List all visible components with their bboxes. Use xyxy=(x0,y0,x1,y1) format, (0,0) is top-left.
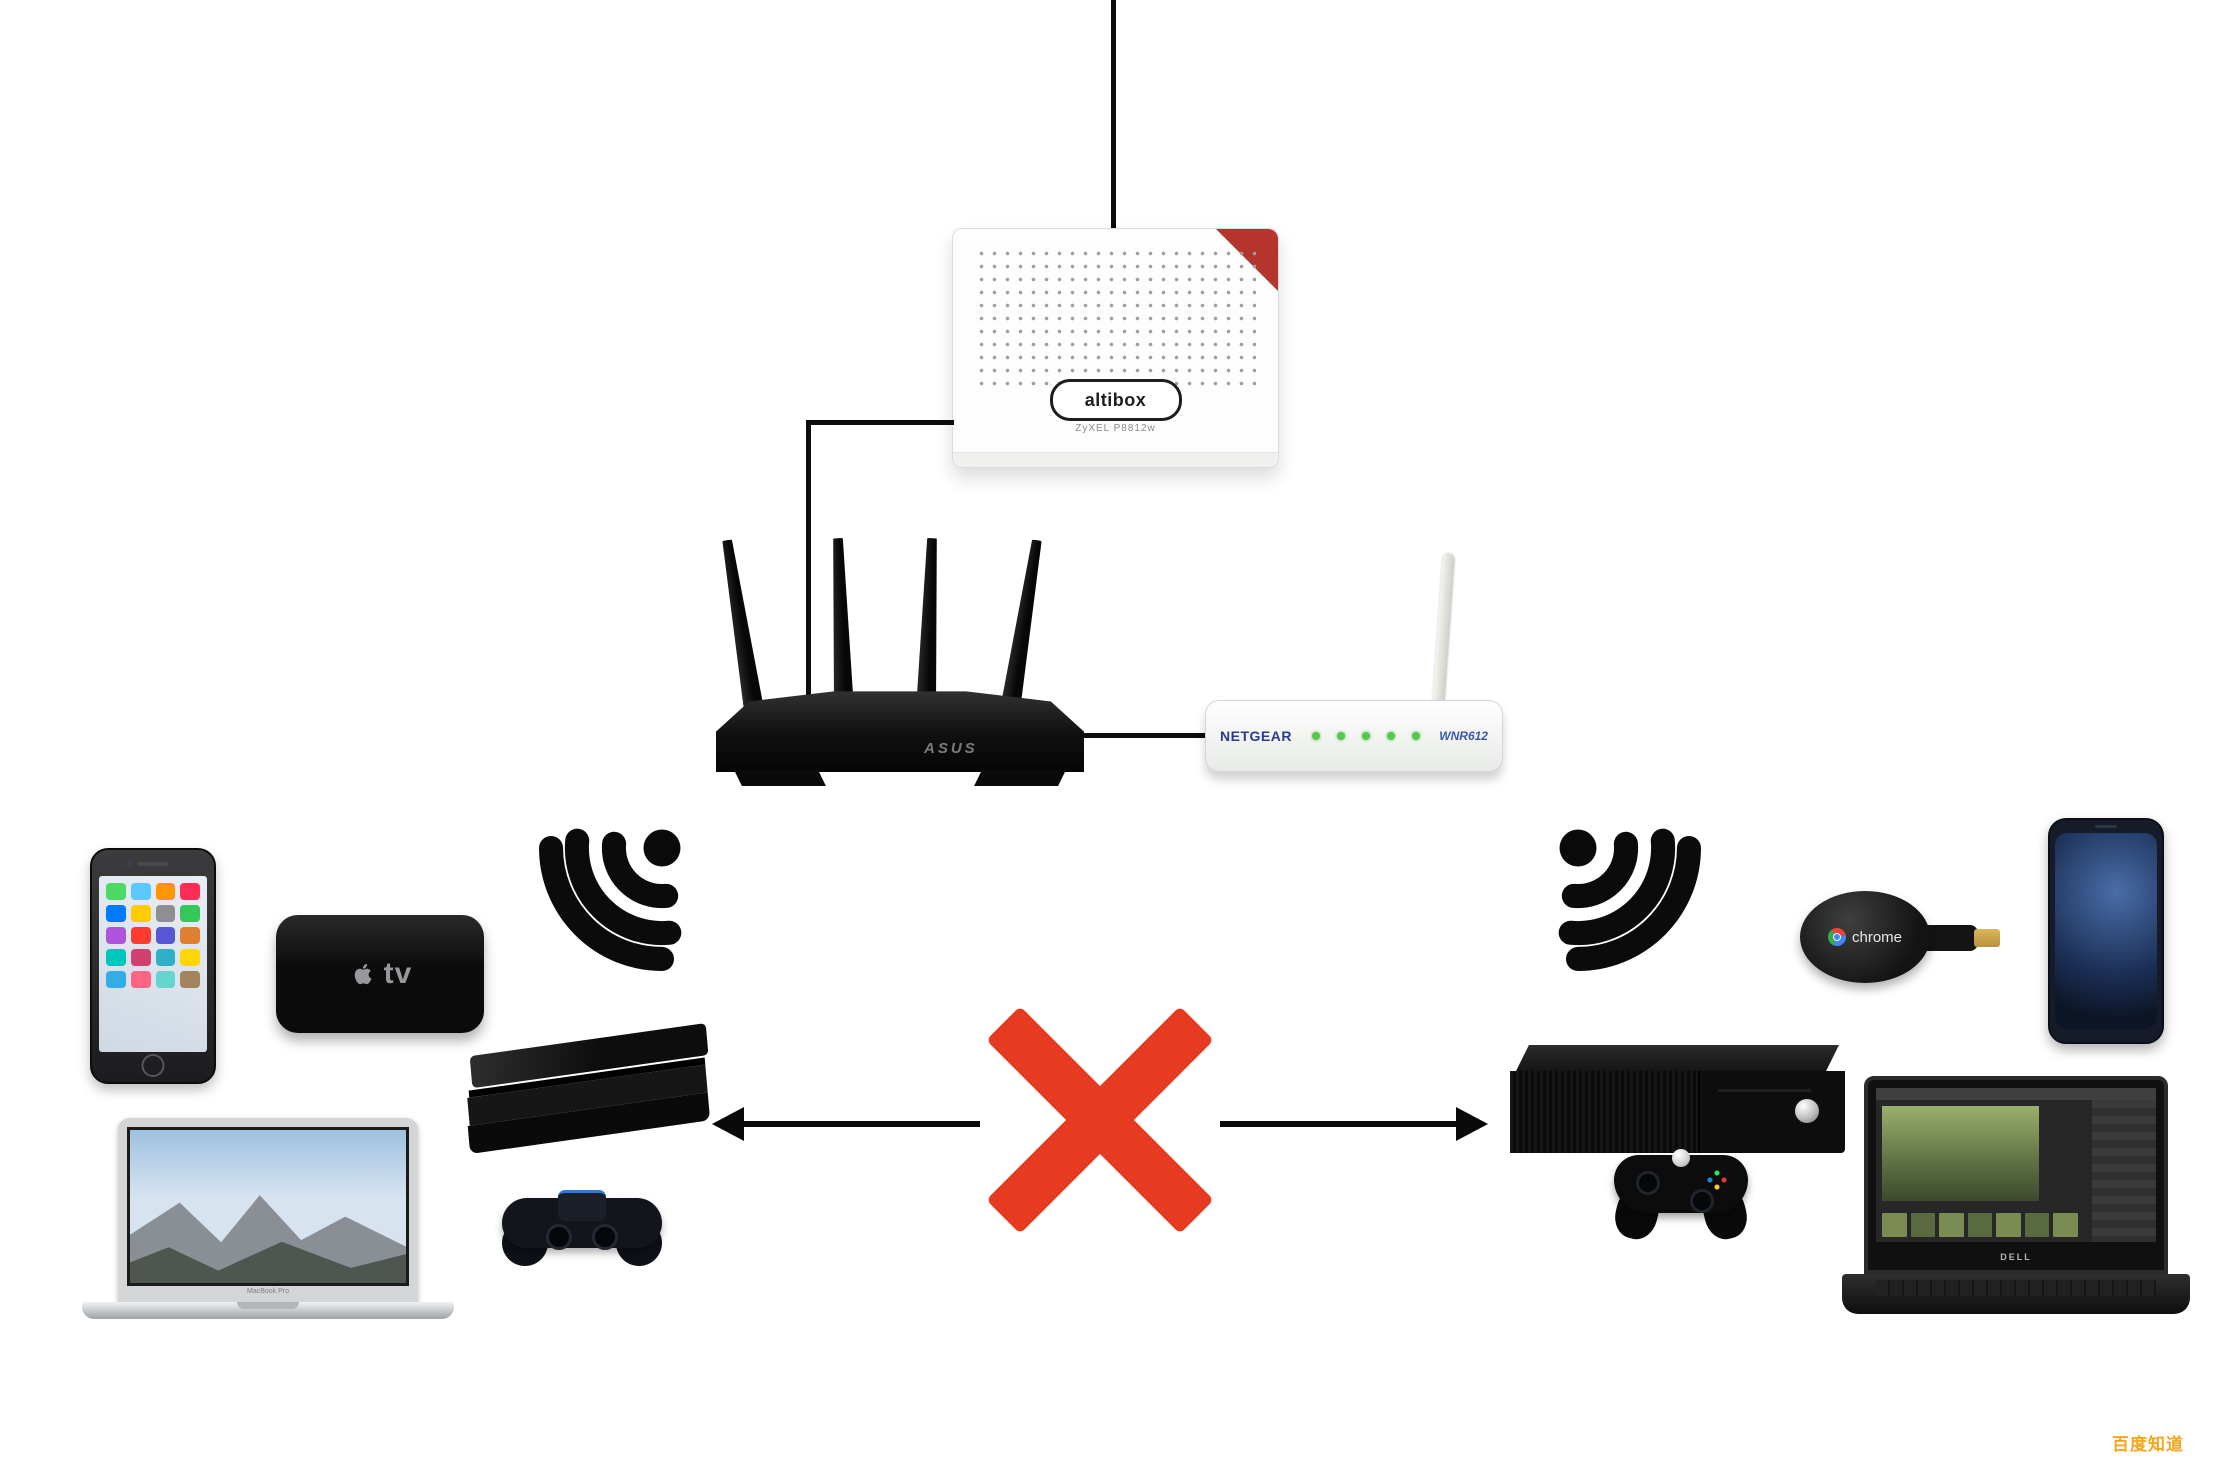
xbox-one-console-group xyxy=(1510,1045,1845,1250)
iphone-camera xyxy=(126,860,133,867)
macbook-label: MacBook Pro xyxy=(246,1288,290,1295)
xbox-disc-slot xyxy=(1717,1089,1812,1092)
ps4-controller xyxy=(502,1190,662,1268)
dell-laptop: DELL xyxy=(1842,1076,2190,1328)
modem-model-label: ZyXEL P8812w xyxy=(1075,423,1156,434)
netgear-model-label: WNR612 xyxy=(1439,729,1488,743)
samsung-screen xyxy=(2055,833,2157,1029)
wifi-signal-left-icon xyxy=(487,762,749,1024)
iphone xyxy=(90,848,216,1084)
samsung-speaker xyxy=(2095,825,2117,828)
xbox-vent-grille xyxy=(1510,1071,1698,1153)
netgear-led xyxy=(1361,732,1370,740)
xbox-stick-left xyxy=(1636,1171,1660,1195)
photo-app-thumbnail-strip xyxy=(1882,1213,2079,1237)
arrow-right-shaft xyxy=(1220,1121,1456,1127)
dell-keyboard xyxy=(1876,1280,2156,1296)
arrow-right-head xyxy=(1456,1107,1488,1141)
netgear-led xyxy=(1311,732,1320,740)
asus-foot-right xyxy=(974,770,1066,786)
dell-base xyxy=(1842,1274,2190,1314)
netgear-led xyxy=(1411,732,1420,740)
modem-base xyxy=(953,452,1278,467)
iphone-screen xyxy=(99,876,207,1052)
wifi-signal-right-icon xyxy=(1492,762,1754,1024)
asus-brand-label: ASUS xyxy=(924,740,978,757)
dell-logo: DELL xyxy=(2000,1252,2032,1262)
xbox-controller xyxy=(1610,1145,1752,1245)
netgear-antenna xyxy=(1432,552,1456,712)
apple-tv: tv xyxy=(276,915,484,1033)
iphone-home-button xyxy=(141,1054,165,1077)
controller-stick-left xyxy=(546,1224,572,1250)
iphone-speaker xyxy=(138,862,168,866)
photo-app-side-panel xyxy=(2091,1100,2156,1242)
chromecast-hdmi-plug xyxy=(1974,929,2000,947)
xbox-top-face xyxy=(1516,1045,1839,1071)
asus-router-body xyxy=(716,691,1084,772)
macbook-lid-notch xyxy=(237,1302,299,1309)
cable-modem-to-asus-vertical xyxy=(806,420,811,700)
arrow-left-head xyxy=(712,1107,744,1141)
dell-display-photo-app xyxy=(1876,1088,2156,1242)
cable-modem-to-asus-horizontal xyxy=(806,420,954,425)
asus-antenna-2 xyxy=(828,538,854,711)
samsung-galaxy-phone xyxy=(2048,818,2164,1044)
asus-antenna-1 xyxy=(717,539,764,712)
chrome-logo-icon xyxy=(1827,928,1846,946)
asus-router: ASUS xyxy=(716,538,1084,800)
apple-logo-icon xyxy=(354,963,372,985)
photo-app-toolbar xyxy=(1876,1088,2156,1100)
netgear-led-row xyxy=(1311,732,1420,740)
chromecast-label: chrome xyxy=(1851,928,1903,946)
macbook-base xyxy=(82,1302,454,1319)
internet-cable xyxy=(1111,0,1116,232)
modem-altibox: altibox ZyXEL P8812w xyxy=(952,228,1279,468)
netgear-brand-label: NETGEAR xyxy=(1220,728,1292,744)
asus-antenna-4 xyxy=(1000,539,1047,712)
chromecast: chrome xyxy=(1800,885,2000,987)
netgear-led xyxy=(1386,732,1395,740)
controller-touchpad xyxy=(558,1190,606,1221)
chromecast-disc: chrome xyxy=(1800,891,1930,983)
asus-antenna-3 xyxy=(916,538,942,711)
xbox-front-seam xyxy=(1697,1071,1700,1153)
altibox-brand-label: altibox xyxy=(1084,389,1147,410)
photo-app-main-image xyxy=(1882,1106,2039,1202)
ps4-console-group xyxy=(466,1023,716,1270)
arrow-left-shaft xyxy=(744,1121,980,1127)
xbox-power-logo-icon xyxy=(1795,1099,1819,1123)
apple-tv-label: tv xyxy=(383,957,413,990)
xbox-abxy-buttons xyxy=(1706,1169,1728,1191)
macbook: MacBook Pro xyxy=(82,1118,454,1330)
macbook-screen xyxy=(118,1118,418,1302)
cable-asus-to-netgear xyxy=(1080,733,1210,738)
ps4-console xyxy=(462,1023,717,1179)
netgear-router: NETGEAR WNR612 xyxy=(1205,700,1503,772)
controller-stick-right xyxy=(592,1224,618,1250)
iphone-app-icon-grid xyxy=(99,876,207,995)
watermark: 百度知道 xyxy=(2112,1435,2184,1454)
dell-screen: DELL xyxy=(1864,1076,2168,1274)
netgear-led xyxy=(1336,732,1345,740)
red-x-blocked-icon xyxy=(975,995,1225,1245)
xbox-stick-right xyxy=(1690,1189,1714,1213)
xbox-guide-button xyxy=(1672,1149,1690,1167)
xbox-front-face xyxy=(1510,1071,1845,1153)
macbook-display-wallpaper xyxy=(127,1127,409,1286)
modem-vent-dot-grid xyxy=(975,247,1256,387)
altibox-logo: altibox xyxy=(1049,379,1182,421)
asus-foot-left xyxy=(734,770,826,786)
